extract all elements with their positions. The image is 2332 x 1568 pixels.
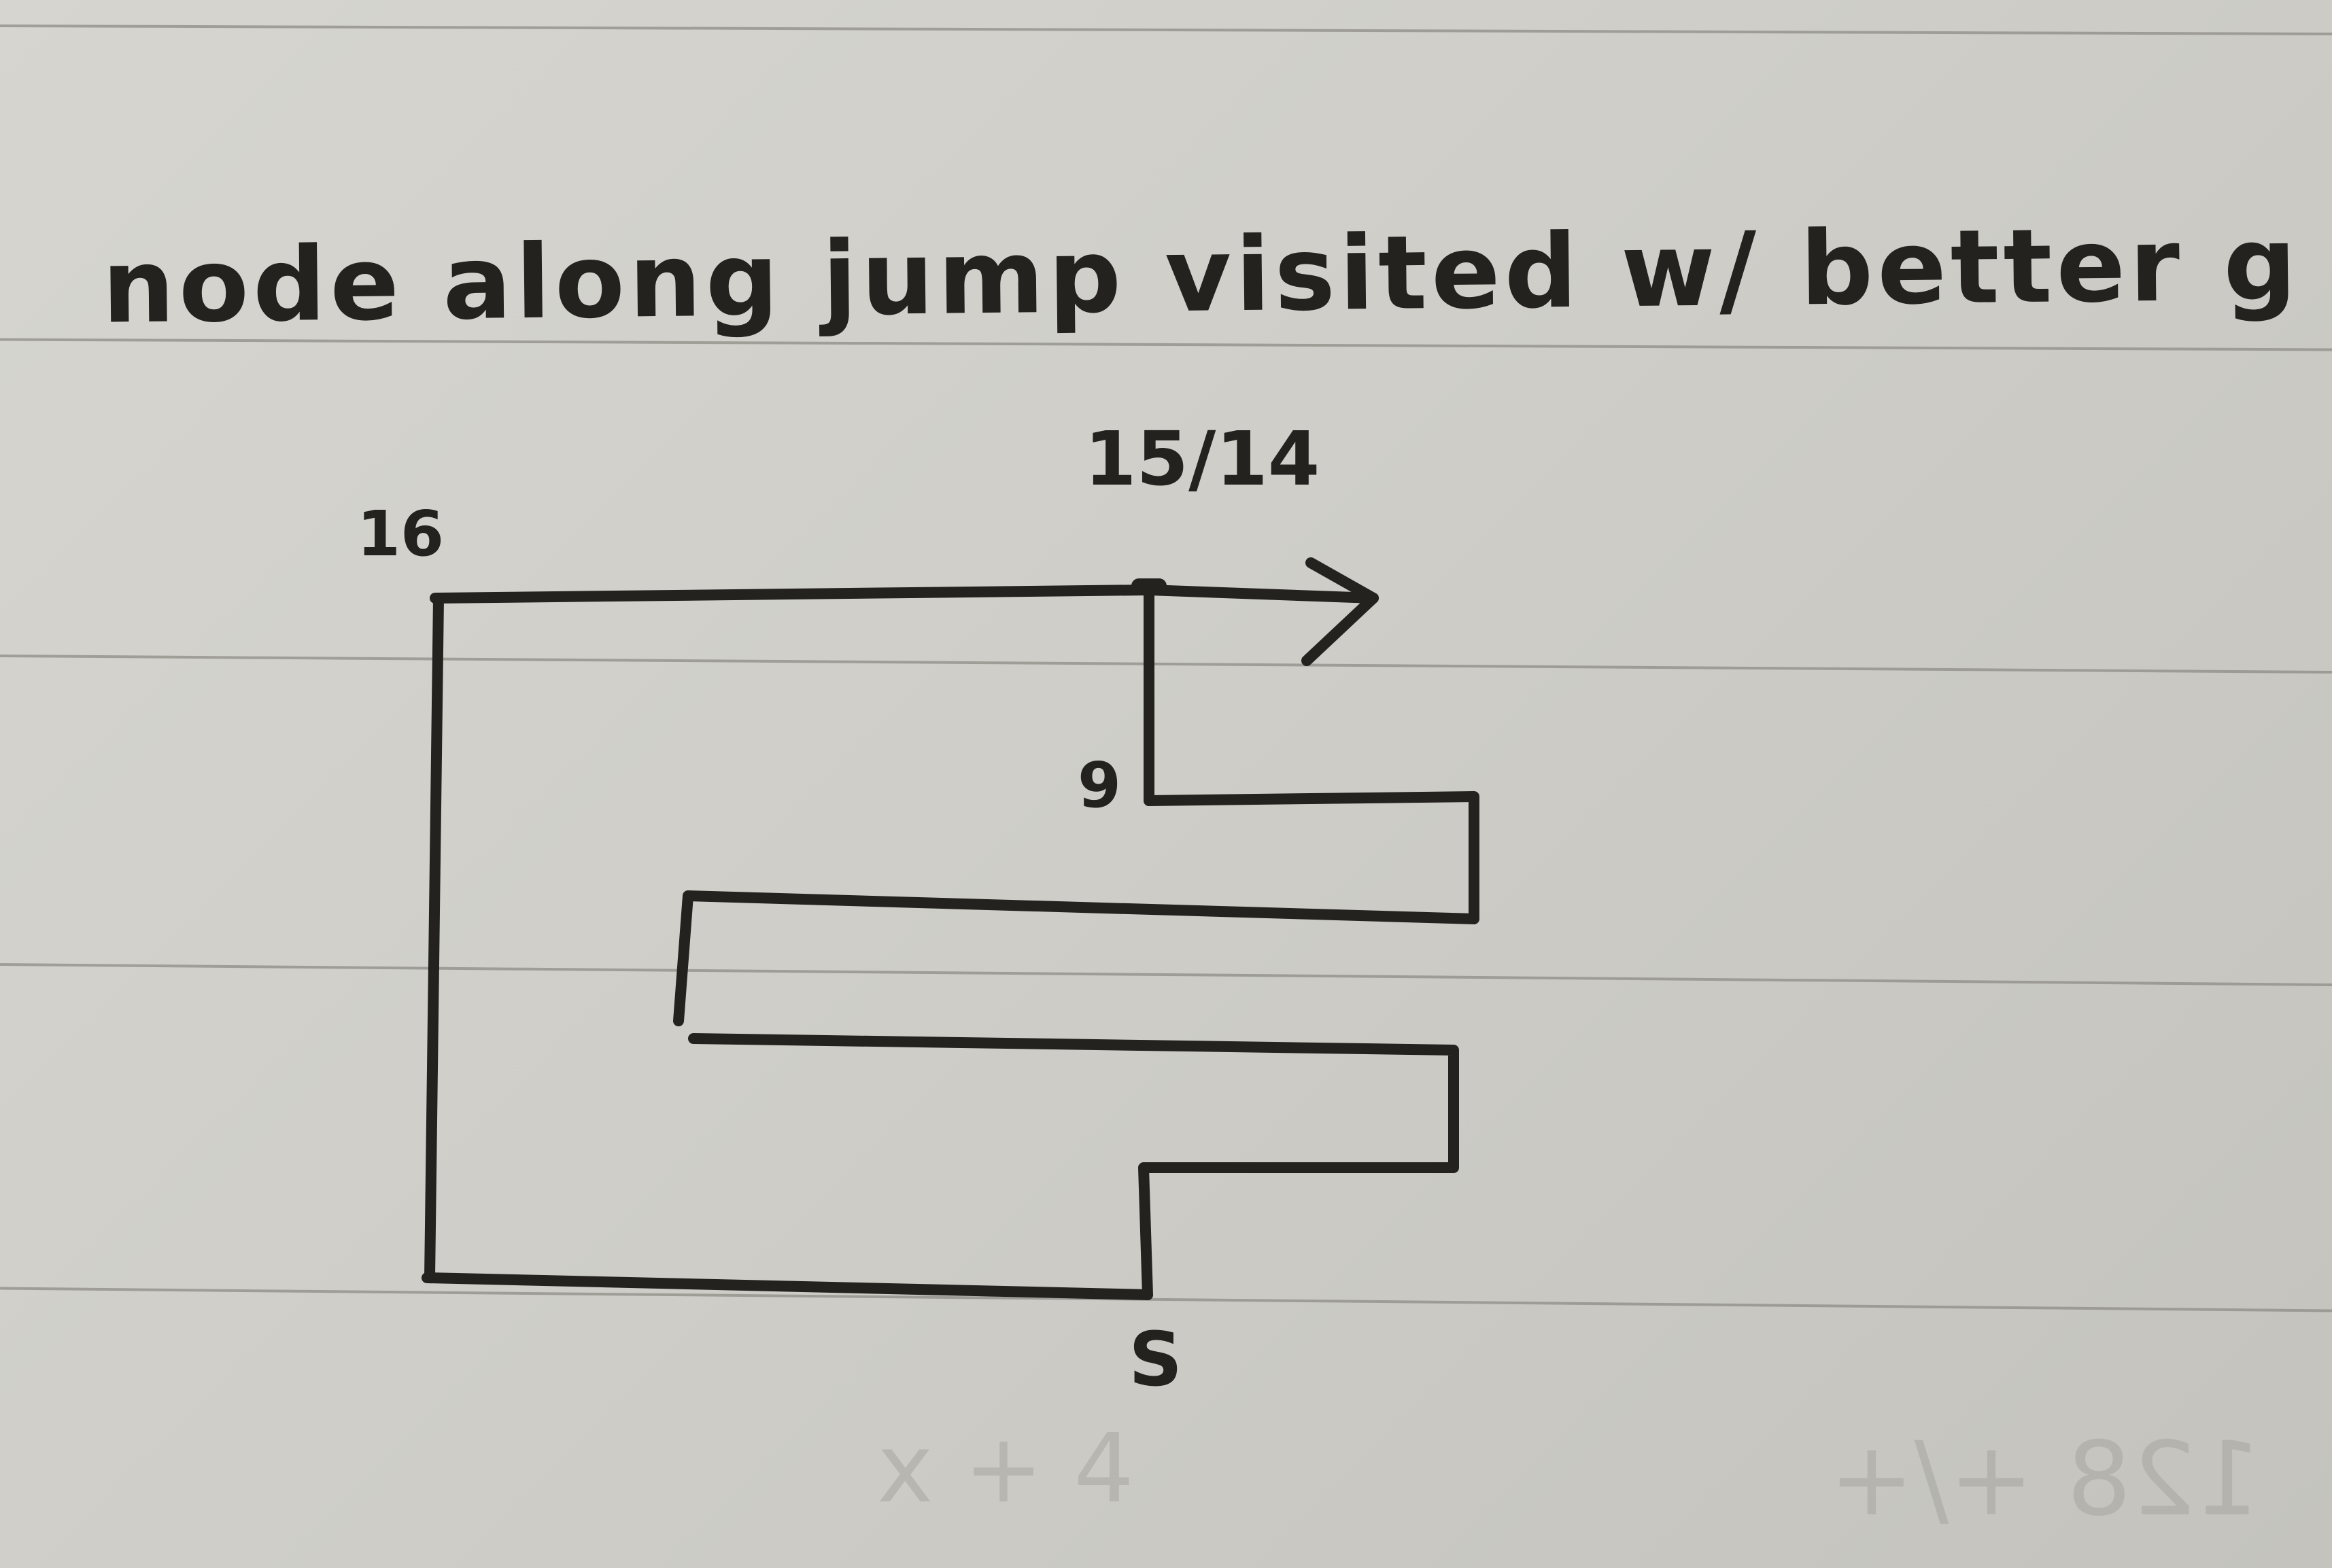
- bleed-through-text: x + 4: [877, 1414, 1135, 1525]
- serpentine-path: [673, 791, 1479, 1026]
- top-edge: [430, 585, 1154, 604]
- start-node-label: S: [1129, 1316, 1183, 1403]
- note-title: node along jump visited w/ better g :: [101, 204, 2332, 347]
- bottom-edge: [422, 1272, 1153, 1300]
- node-label-16: 16: [357, 498, 445, 570]
- node-label-15-14: 15/14: [1084, 415, 1320, 502]
- jump-arrow-head: [1301, 557, 1379, 666]
- lower-path: [688, 1033, 1459, 1300]
- outer-left-edge: [424, 593, 444, 1283]
- jump-arrow-shaft: [1144, 585, 1379, 604]
- node-label-9: 9: [1078, 749, 1122, 822]
